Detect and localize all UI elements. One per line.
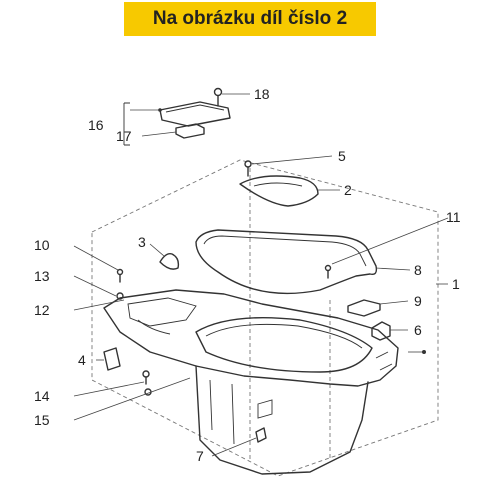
callout-14: 14 [34, 388, 50, 404]
part-13-washer [116, 292, 124, 300]
part-17-pad [175, 123, 205, 139]
callout-8: 8 [414, 262, 422, 278]
part-18-screw [213, 87, 223, 107]
part-14-screw [142, 370, 150, 385]
callout-17: 17 [116, 128, 132, 144]
bracket-16 [123, 102, 130, 146]
callout-5: 5 [338, 148, 346, 164]
callout-11: 11 [446, 209, 461, 225]
part-7-clip [255, 427, 267, 443]
assembly-outline [91, 159, 439, 477]
part-8-seal [195, 229, 378, 295]
callout-4: 4 [78, 352, 86, 368]
part-3-bump [159, 252, 180, 270]
callout-18: 18 [254, 86, 270, 102]
callout-13: 13 [34, 268, 50, 284]
callout-2: 2 [344, 182, 352, 198]
callout-16: 16 [88, 117, 104, 133]
leader-lines [73, 93, 449, 457]
banner-text: Na obrázku díl číslo 2 [152, 8, 348, 29]
part-10-screw [116, 268, 124, 283]
part-5-screw [244, 160, 252, 177]
callout-10: 10 [34, 237, 50, 253]
part-16-cover [159, 101, 231, 127]
callout-9: 9 [414, 293, 422, 309]
callout-15: 15 [34, 412, 50, 428]
part-2-lid [239, 175, 319, 207]
part-6-clip [371, 321, 391, 341]
part-1-storage-tub [103, 289, 399, 475]
title-banner: Na obrázku díl číslo 2 [124, 2, 376, 36]
callout-1: 1 [452, 276, 460, 292]
part-4-block [103, 347, 121, 371]
callout-6: 6 [414, 322, 422, 338]
callout-12: 12 [34, 302, 50, 318]
callout-3: 3 [138, 234, 146, 250]
part-9-pad [347, 299, 381, 317]
callout-7: 7 [196, 448, 204, 464]
part-11-screw [324, 264, 332, 279]
